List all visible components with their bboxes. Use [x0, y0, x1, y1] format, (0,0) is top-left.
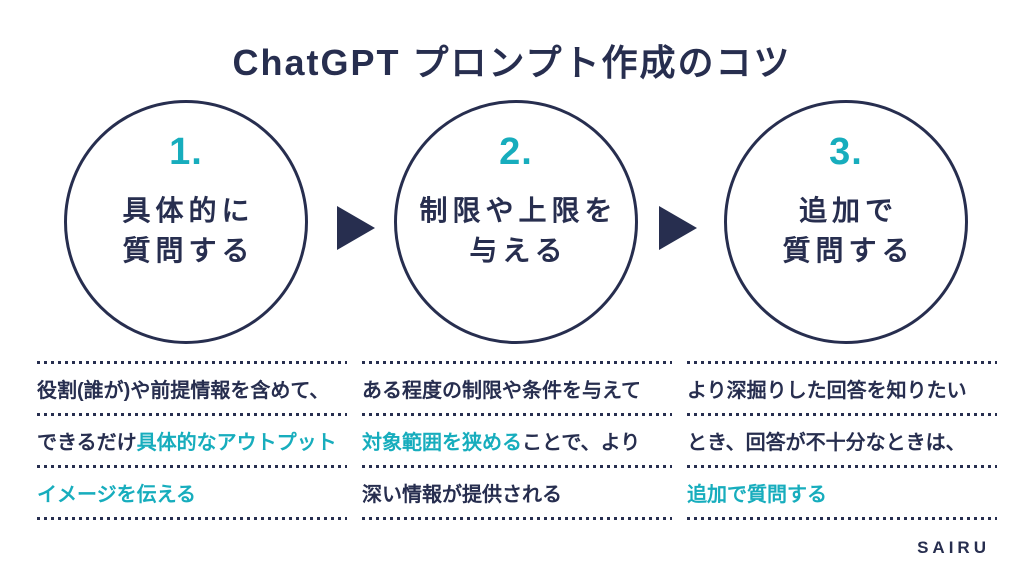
desc-segment-accent: 追加で質問する [687, 484, 827, 506]
description-line: イメージを伝える [37, 468, 347, 517]
desc-segment: より深掘りした回答を知りたい [687, 380, 967, 402]
step-2-number: 2. [499, 131, 533, 173]
desc-segment-accent: 具体的なアウトプット [136, 432, 337, 454]
step-1-label-line2: 質問する [122, 235, 255, 266]
description-line: 深い情報が提供される [362, 468, 672, 517]
desc-segment: ある程度の制限や条件を与えて [362, 380, 641, 402]
step-3-circle: 3. 追加で 質問する [724, 100, 968, 344]
description-line: 追加で質問する [687, 468, 997, 517]
step-3-description-column: より深掘りした回答を知りたい とき、回答が不十分なときは、 追加で質問する [687, 361, 997, 520]
description-line: とき、回答が不十分なときは、 [687, 416, 997, 465]
description-line: より深掘りした回答を知りたい [687, 364, 997, 413]
desc-segment: 深い情報が提供される [362, 484, 562, 506]
dotted-divider [362, 465, 672, 468]
step-3-number: 3. [829, 131, 863, 173]
dotted-divider [37, 361, 347, 364]
dotted-divider [37, 517, 347, 520]
desc-segment-accent: イメージを伝える [37, 484, 196, 506]
desc-segment: できるだけ [37, 432, 137, 454]
arrow-right-icon [659, 206, 697, 250]
dotted-divider [362, 517, 672, 520]
dotted-divider [687, 413, 997, 416]
dotted-divider [687, 465, 997, 468]
step-2-description-column: ある程度の制限や条件を与えて 対象範囲を狭めることで、より 深い情報が提供される [362, 361, 672, 520]
step-1-label-line1: 具体的に [122, 195, 255, 226]
page-title: ChatGPT プロンプト作成のコツ [232, 42, 792, 83]
dotted-divider [37, 465, 347, 468]
dotted-divider [687, 517, 997, 520]
desc-segment: ことで、より [522, 432, 641, 454]
step-2-label-line2: 与える [469, 235, 568, 266]
step-3-label: 追加で 質問する [777, 191, 914, 271]
desc-segment-accent: 対象範囲を狭める [362, 432, 522, 454]
description-line: ある程度の制限や条件を与えて [362, 364, 672, 413]
step-2-label-line1: 制限や上限を [419, 195, 618, 226]
step-3-label-line2: 質問する [782, 235, 915, 266]
step-1-circle: 1. 具体的に 質問する [64, 100, 308, 344]
step-1-number: 1. [169, 131, 203, 173]
dotted-divider [362, 361, 672, 364]
dotted-divider [687, 361, 997, 364]
step-1-label: 具体的に 質問する [117, 191, 254, 271]
description-line: 役割(誰が)や前提情報を含めて、 [37, 364, 347, 413]
arrow-right-icon [337, 206, 375, 250]
desc-segment: 役割(誰が)や前提情報を含めて、 [37, 380, 330, 402]
description-line: できるだけ具体的なアウトプット [37, 416, 347, 465]
step-3-label-line1: 追加で [798, 195, 898, 226]
step-2-circle: 2. 制限や上限を 与える [394, 100, 638, 344]
sairu-logo: SAIRU [917, 538, 990, 557]
step-1-description-column: 役割(誰が)や前提情報を含めて、 できるだけ具体的なアウトプット イメージを伝え… [37, 361, 347, 520]
step-2-label: 制限や上限を 与える [414, 191, 617, 271]
desc-segment: とき、回答が不十分なときは、 [687, 432, 966, 454]
dotted-divider [37, 413, 347, 416]
description-line: 対象範囲を狭めることで、より [362, 416, 672, 465]
dotted-divider [362, 413, 672, 416]
